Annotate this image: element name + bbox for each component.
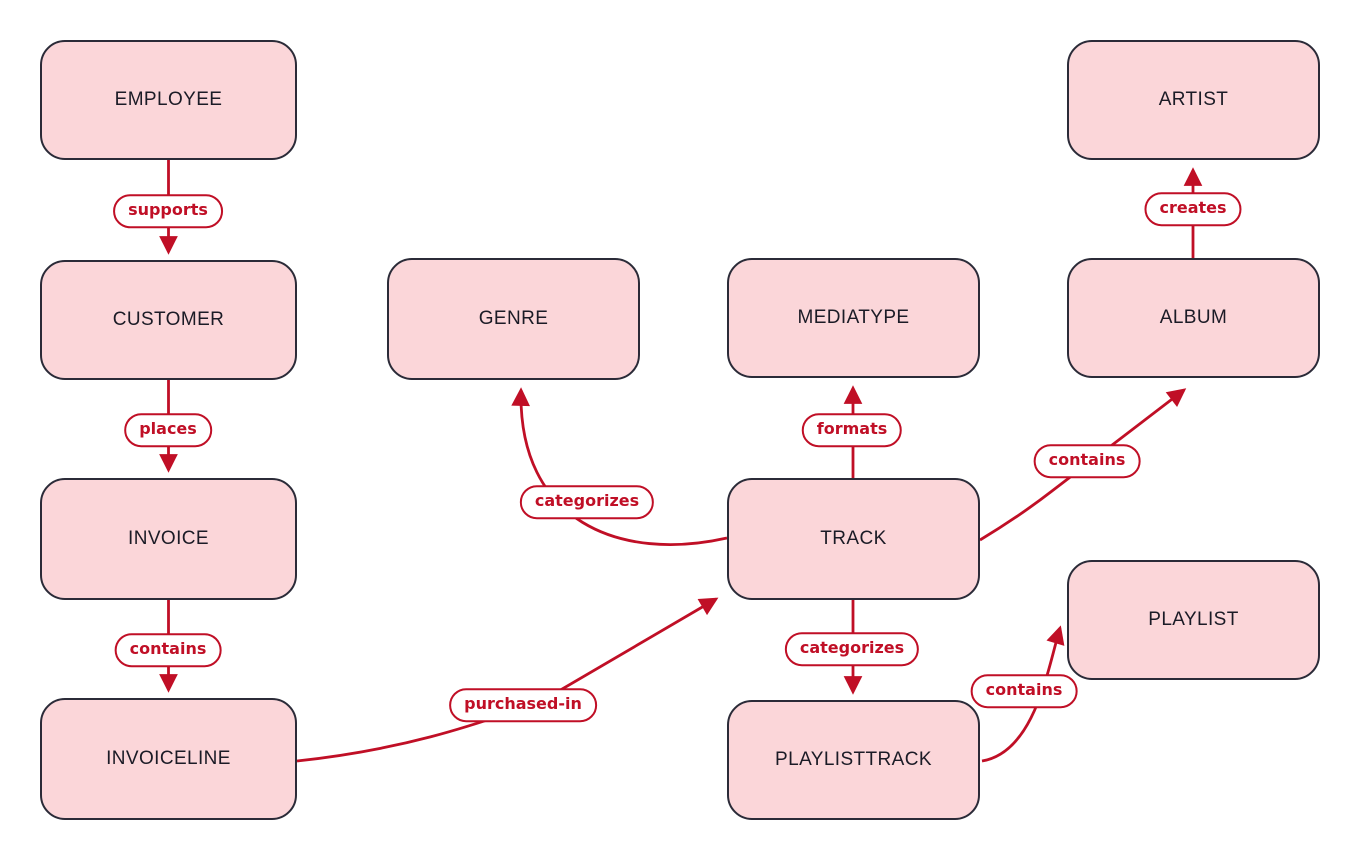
edge-label-purchased-in: purchased-in [449, 688, 597, 722]
node-track: TRACK [727, 478, 980, 600]
edge-track-genre [511, 387, 728, 546]
edge-label-categorizes-playlisttrack: categorizes [784, 632, 920, 666]
edge-label-supports: supports [113, 194, 223, 228]
node-employee: EMPLOYEE [40, 40, 297, 160]
edge-label-formats: formats [801, 413, 903, 447]
edge-label-contains-invoice: contains [114, 633, 222, 667]
node-playlist: PLAYLIST [1067, 560, 1320, 680]
node-invoice: INVOICE [40, 478, 297, 600]
edge-invoiceline-track [296, 597, 719, 763]
node-genre: GENRE [387, 258, 640, 380]
edge-label-places: places [124, 413, 212, 447]
node-customer: CUSTOMER [40, 260, 297, 380]
node-artist: ARTIST [1067, 40, 1320, 160]
edge-label-contains-album: contains [1033, 444, 1141, 478]
node-mediatype: MEDIATYPE [727, 258, 980, 378]
edge-label-categorizes-genre: categorizes [519, 485, 655, 519]
node-album: ALBUM [1067, 258, 1320, 378]
edge-track-album [979, 388, 1187, 542]
node-playlisttrack: PLAYLISTTRACK [727, 700, 980, 820]
edge-label-creates: creates [1144, 192, 1242, 226]
edge-label-contains-playlist: contains [970, 674, 1078, 708]
node-invoiceline: INVOICELINE [40, 698, 297, 820]
